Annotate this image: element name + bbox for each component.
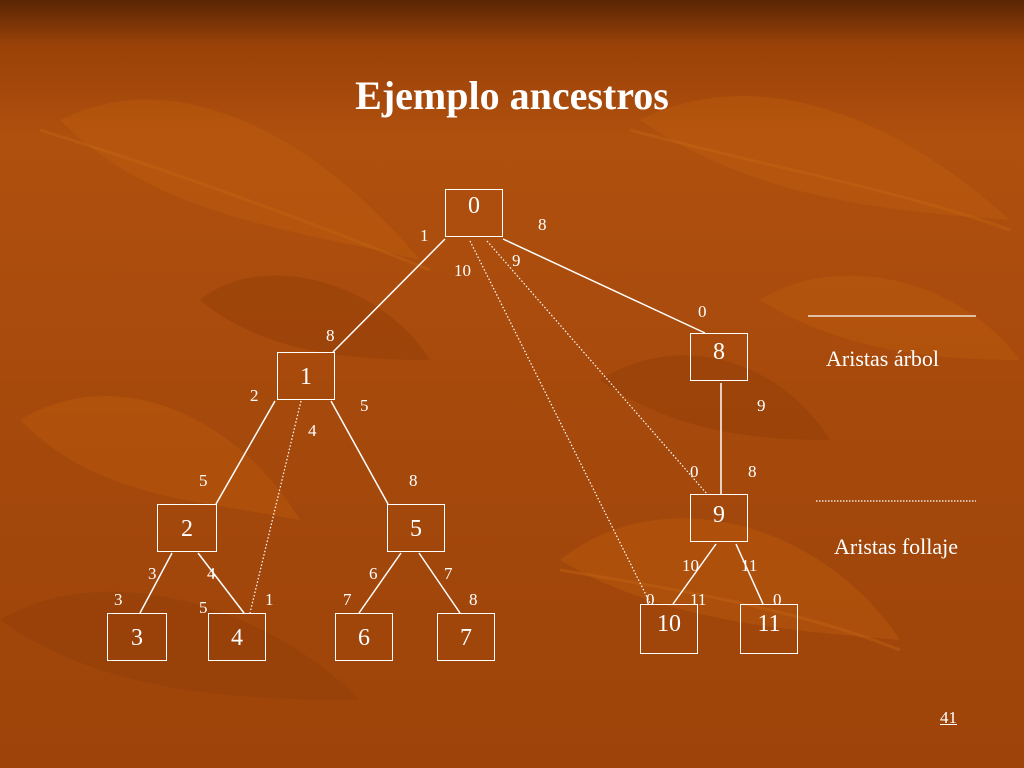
tree-edge-0-8: [502, 238, 706, 334]
annotation-label: 9: [757, 396, 766, 415]
slide-title: Ejemplo ancestros: [355, 73, 669, 118]
tree-edge-1-5: [330, 400, 389, 505]
annotation-label: 8: [538, 215, 547, 234]
annotation-label: 11: [741, 556, 758, 575]
tree-edge-9-11: [735, 543, 764, 605]
node-10: 10: [640, 604, 698, 654]
annotation-label: 11: [690, 590, 707, 609]
annotation-label: 0: [646, 590, 655, 609]
node-4: 4: [208, 613, 266, 661]
annotation-label: 3: [148, 564, 157, 583]
annotation-label: 8: [748, 462, 757, 481]
annotation-label: 8: [326, 326, 335, 345]
annotation-label: 0: [698, 302, 707, 321]
node-2: 2: [157, 504, 217, 552]
annotation-label: 4: [207, 564, 216, 583]
annotation-label: 2: [250, 386, 259, 405]
annotation-label: 6: [369, 564, 378, 583]
annotation-label: 9: [512, 251, 521, 270]
annotation-label: 5: [199, 598, 208, 617]
annotation-label: 0: [690, 462, 699, 481]
node-6: 6: [335, 613, 393, 661]
annotation-label: 0: [773, 590, 782, 609]
tree-edge-1-2: [215, 400, 276, 505]
tree-edge-2-3: [139, 552, 173, 614]
tree-edge-0-1: [332, 238, 446, 353]
tree-edge-5-7: [418, 552, 461, 614]
leaf-edge-1-4: [249, 400, 302, 614]
leaf-edge-0-10: [469, 240, 652, 606]
page-number: 41: [940, 708, 957, 727]
tree-edge-5-6: [358, 552, 402, 614]
annotation-label: 5: [360, 396, 369, 415]
legend-leaf-label: Aristas follaje: [834, 534, 959, 559]
annotation-label: 7: [444, 564, 453, 583]
annotation-label: 3: [114, 590, 123, 609]
annotation-label: 10: [682, 556, 699, 575]
node-1: 1: [277, 352, 335, 400]
annotation-label: 7: [343, 590, 352, 609]
node-9: 9: [690, 494, 748, 542]
node-5: 5: [387, 504, 445, 552]
node-3: 3: [107, 613, 167, 661]
leaf-edge-0-9: [486, 240, 708, 495]
annotation-label: 1: [265, 590, 274, 609]
legend-tree-label: Aristas árbol: [826, 346, 940, 371]
annotation-label: 8: [469, 590, 478, 609]
node-8: 8: [690, 333, 748, 381]
annotation-label: 8: [409, 471, 418, 490]
tree-edge-2-4: [197, 552, 245, 614]
tree-edge-9-10: [672, 543, 717, 605]
annotation-label: 4: [308, 421, 317, 440]
node-11: 11: [740, 604, 798, 654]
node-7: 7: [437, 613, 495, 661]
node-0: 0: [445, 189, 503, 237]
annotation-label: 5: [199, 471, 208, 490]
annotation-label: 10: [454, 261, 471, 280]
annotation-label: 1: [420, 226, 429, 245]
